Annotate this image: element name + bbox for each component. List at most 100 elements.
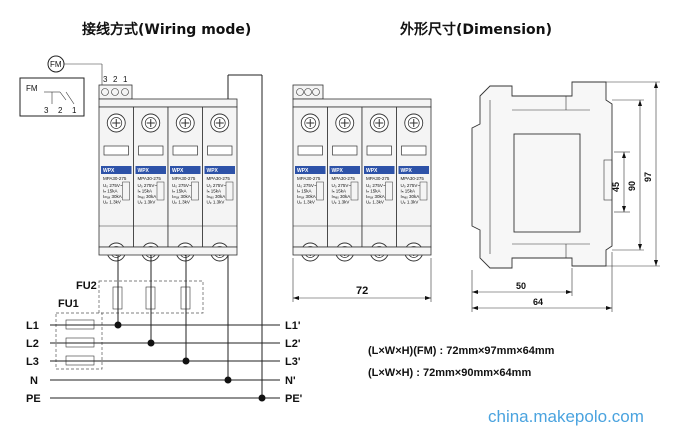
line-label-pe-out: PE' <box>285 393 303 405</box>
supply-lines: L1 L2 L3 N PE L1' L2' L3' N' PE' <box>26 320 303 405</box>
front-spec-2-3: Iₘₐₓ 30kA <box>332 194 351 199</box>
front-spec-4-1: U₀ 275V~ <box>401 183 421 188</box>
front-spec-2-4: Uₚ 1.3kV <box>332 200 350 205</box>
wiring-top-screw-3 <box>175 113 195 133</box>
wiring-spec-4-1: U₀ 275V~ <box>207 183 227 188</box>
wiring-model-4: MPA30-275 <box>207 176 231 181</box>
front-spec-3-1: U₀ 275V~ <box>366 183 386 188</box>
front-top-screw-1 <box>300 113 320 133</box>
wiring-model-1: MPA30-275 <box>103 176 127 181</box>
aux-term-num-2: 2 <box>113 75 118 84</box>
wiring-brand-4: WPX <box>207 168 219 174</box>
wiring-top-screw-1 <box>106 113 126 133</box>
front-brand-4: WPX <box>401 168 413 174</box>
height-45-label: 45 <box>611 182 621 192</box>
wiring-spec-1-1: U₀ 275V~ <box>103 183 123 188</box>
junction-l1 <box>114 321 122 329</box>
front-spec-1-2: Iₙ 15kA <box>297 189 312 194</box>
watermark: china.makepolo.com <box>488 407 644 426</box>
front-brand-3: WPX <box>366 168 378 174</box>
wiring-spec-2-4: Uₚ 1.3kV <box>138 200 156 205</box>
front-spec-4-2: Iₙ 15kA <box>401 189 416 194</box>
dimension-title: 外形尺寸(Dimension) <box>400 21 552 38</box>
front-status-window-2 <box>332 145 358 156</box>
aux-term-num-3: 3 <box>103 75 108 84</box>
fu2-group: FU2 <box>76 255 204 361</box>
wiring-mode-title: 接线方式(Wiring mode) <box>82 21 251 38</box>
wiring-spec-1-2: Iₙ 15kA <box>103 189 118 194</box>
wiring-model-3: MPA30-275 <box>172 176 196 181</box>
wiring-brand-2: WPX <box>138 168 150 174</box>
line-label-l1-out: L1' <box>285 320 301 332</box>
fm-indicator: FM <box>47 55 103 90</box>
line-label-l2-out: L2' <box>285 338 301 350</box>
spd-bottom-rail <box>98 246 238 256</box>
wiring-spec-4-4: Uₚ 1.3kV <box>207 200 225 205</box>
junction-l2 <box>147 339 155 347</box>
spec-std-line: (L×W×H) : 72mm×90mm×64mm <box>368 367 531 379</box>
aux-terminal-block: 3 2 1 <box>98 75 133 100</box>
front-model-1: MPA30-275 <box>297 176 321 181</box>
line-label-pe: PE <box>26 393 41 405</box>
fm-box-label: FM <box>26 84 38 93</box>
line-label-l3-out: L3' <box>285 356 301 368</box>
front-spec-1-3: Iₘₐₓ 30kA <box>297 194 316 199</box>
front-status-window-4 <box>401 145 427 156</box>
fu1-label: FU1 <box>58 298 79 310</box>
depth-50-label: 50 <box>516 281 526 291</box>
front-spec-2-2: Iₙ 15kA <box>332 189 347 194</box>
fm-contact-box: FM 3 2 1 <box>19 77 85 117</box>
wiring-status-window-3 <box>172 145 198 156</box>
front-status-window-3 <box>366 145 392 156</box>
front-spec-4-4: Uₚ 1.3kV <box>401 200 419 205</box>
spec-fm-line: (L×W×H)(FM) : 72mm×97mm×64mm <box>368 345 555 357</box>
front-spec-2-1: U₀ 275V~ <box>332 183 352 188</box>
line-label-n-out: N' <box>285 375 296 387</box>
wiring-status-window-2 <box>138 145 164 156</box>
line-label-n: N <box>30 375 38 387</box>
junction-n <box>224 376 232 384</box>
width-72-label: 72 <box>356 285 368 297</box>
aux-term-num-1: 1 <box>123 75 128 84</box>
front-spec-3-3: Iₘₐₓ 30kA <box>366 194 385 199</box>
wiring-spec-3-3: Iₘₐₓ 30kA <box>172 194 191 199</box>
line-label-l2: L2 <box>26 338 39 350</box>
front-spec-3-4: Uₚ 1.3kV <box>366 200 384 205</box>
front-model-2: MPA30-275 <box>332 176 356 181</box>
wiring-top-screw-2 <box>141 113 161 133</box>
fm-box-term-2: 2 <box>58 106 63 115</box>
front-model-3: MPA30-275 <box>366 176 390 181</box>
front-spec-1-4: Uₚ 1.3kV <box>297 200 315 205</box>
wiring-spec-4-3: Iₘₐₓ 30kA <box>207 194 226 199</box>
wiring-spec-1-4: Uₚ 1.3kV <box>103 200 121 205</box>
front-spec-1-1: U₀ 275V~ <box>297 183 317 188</box>
front-top-screw-2 <box>335 113 355 133</box>
junction-l3 <box>182 357 190 365</box>
fm-box-term-3: 3 <box>44 106 49 115</box>
line-label-l1: L1 <box>26 320 39 332</box>
line-label-l3: L3 <box>26 356 39 368</box>
wiring-spec-3-2: Iₙ 15kA <box>172 189 187 194</box>
front-status-window-1 <box>297 145 323 156</box>
front-top-screw-4 <box>404 113 424 133</box>
wiring-spec-3-4: Uₚ 1.3kV <box>172 200 190 205</box>
fm-box-term-1: 1 <box>72 106 77 115</box>
wiring-status-window-1 <box>103 145 129 156</box>
side-view-window <box>513 133 581 233</box>
junction-pe <box>258 394 266 402</box>
wiring-top-screw-4 <box>210 113 230 133</box>
front-brand-2: WPX <box>332 168 344 174</box>
spd-top-rail <box>98 98 238 108</box>
wiring-spec-2-1: U₀ 275V~ <box>138 183 158 188</box>
wiring-brand-3: WPX <box>172 168 184 174</box>
